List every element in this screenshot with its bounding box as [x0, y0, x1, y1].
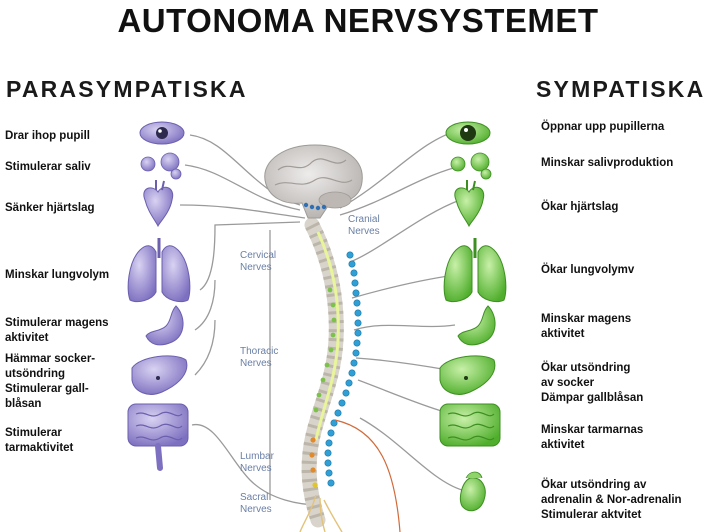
- right-label-line: aktivitet: [541, 328, 585, 340]
- right-label-stomach: Minskar magens aktivitet: [541, 312, 631, 342]
- right-label-line: Stimulerar aktvitet: [541, 509, 642, 521]
- right-stomach-icon: [457, 305, 496, 346]
- lumbar-nerves-label: Lumbar Nerves: [240, 451, 274, 475]
- left-label-line: Stimulerar saliv: [5, 161, 91, 173]
- left-label-liver: Hämmar socker- utsöndring Stimulerar gal…: [5, 352, 95, 412]
- right-heart-icon: [454, 180, 485, 228]
- left-label-line: tarmaktivitet: [5, 442, 74, 454]
- right-adrenal-kidney-icon: [459, 471, 486, 512]
- right-label-line: adrenalin & Nor-adrenalin: [541, 494, 682, 506]
- left-liver-icon: [131, 355, 188, 395]
- thoracic-nerves-label-line: Thoracic: [240, 346, 279, 357]
- right-label-line: Minskar tarmarnas: [541, 424, 644, 436]
- left-label-saliva: Stimulerar saliv: [5, 160, 91, 175]
- left-label-stomach: Stimulerar magens aktivitet: [5, 316, 109, 346]
- right-label-line: Öppnar upp pupillerna: [541, 121, 665, 133]
- right-label-line: aktivitet: [541, 439, 585, 451]
- left-label-heart: Sänker hjärtslag: [5, 201, 94, 216]
- left-label-line: Stimulerar: [5, 427, 62, 439]
- left-intestines-icon: [127, 403, 189, 471]
- left-label-line: Minskar lungvolym: [5, 269, 110, 281]
- left-label-line: Stimulerar gall-: [5, 383, 89, 395]
- left-heart-icon: [143, 180, 174, 228]
- right-label-liver: Ökar utsöndring av socker Dämpar gallblå…: [541, 361, 643, 406]
- sympathetic-nerve-lines: [339, 129, 466, 491]
- lumbar-nerves-label-line: Nerves: [240, 463, 272, 474]
- right-intestines-icon: [439, 403, 501, 447]
- right-label-line: Minskar magens: [541, 313, 632, 325]
- left-salivary-gland-icon: [140, 152, 182, 180]
- left-label-line: Sänker hjärtslag: [5, 202, 95, 214]
- right-salivary-gland-icon: [450, 152, 492, 180]
- right-label-line: av socker: [541, 377, 595, 389]
- right-label-lungs: Ökar lungvolymv: [541, 263, 634, 278]
- sacral-nerves-label: Sacral Nerves: [240, 492, 272, 516]
- right-label-saliva: Minskar salivproduktion: [541, 156, 673, 171]
- cranial-nerves-label-line: Cranial: [348, 214, 380, 225]
- right-label-line: Ökar utsöndring: [541, 362, 631, 374]
- left-eye-icon: [139, 121, 185, 145]
- right-label-line: Ökar hjärtslag: [541, 201, 619, 213]
- parasympathetic-header: PARASYMPATISKA: [6, 76, 248, 102]
- thoracic-nerves-label-line: Nerves: [240, 358, 272, 369]
- cervical-nerves-label: Cervical Nerves: [240, 250, 276, 274]
- left-label-intestines: Stimulerar tarmaktivitet: [5, 426, 73, 456]
- sympathetic-header: SYMPATISKA: [536, 76, 706, 102]
- sacral-nerves-label-line: Sacral: [240, 492, 269, 503]
- right-label-line: Ökar lungvolymv: [541, 264, 635, 276]
- left-lungs-icon: [127, 238, 191, 303]
- page-title: AUTONOMA NERVSYSTEMET: [117, 2, 599, 39]
- brain-icon: [264, 144, 363, 219]
- spinal-nerve-roots: [309, 287, 337, 488]
- right-label-line: Dämpar gallblåsan: [541, 392, 644, 404]
- right-label-line: Ökar utsöndring av: [541, 479, 647, 491]
- left-label-line: utsöndring: [5, 368, 66, 380]
- cervical-nerves-label-line: Nerves: [240, 262, 272, 273]
- cranial-nerves-label-line: Nerves: [348, 226, 380, 237]
- left-label-line: Stimulerar magens: [5, 317, 109, 329]
- right-eye-icon: [445, 121, 491, 145]
- right-label-intestines: Minskar tarmarnas aktivitet: [541, 423, 643, 453]
- right-liver-icon: [439, 355, 496, 395]
- right-label-pupil: Öppnar upp pupillerna: [541, 120, 664, 135]
- left-label-line: Drar ihop pupill: [5, 130, 90, 142]
- cervical-nerves-label-line: Cervical: [240, 250, 277, 261]
- left-label-pupil: Drar ihop pupill: [5, 129, 90, 144]
- left-stomach-icon: [145, 305, 184, 346]
- sacral-nerves-label-line: Nerves: [240, 504, 272, 515]
- thoracic-nerves-label: Thoracic Nerves: [240, 346, 278, 370]
- left-label-line: aktivitet: [5, 332, 49, 344]
- cranial-nerves-label: Cranial Nerves: [348, 214, 380, 238]
- right-label-adrenal: Ökar utsöndring av adrenalin & Nor-adren…: [541, 478, 682, 523]
- right-label-heart: Ökar hjärtslag: [541, 200, 618, 215]
- right-label-line: Minskar salivproduktion: [541, 157, 674, 169]
- sacral-nerve-lines: [299, 494, 343, 532]
- lumbar-nerve-line: [334, 419, 401, 532]
- sympathetic-ganglion-chain: [324, 251, 362, 487]
- right-lungs-icon: [443, 238, 507, 303]
- lumbar-nerves-label-line: Lumbar: [240, 451, 274, 462]
- left-label-line: blåsan: [5, 398, 42, 410]
- left-label-line: Hämmar socker-: [5, 353, 96, 365]
- left-label-lungs: Minskar lungvolym: [5, 268, 109, 283]
- spinal-column: [301, 217, 344, 528]
